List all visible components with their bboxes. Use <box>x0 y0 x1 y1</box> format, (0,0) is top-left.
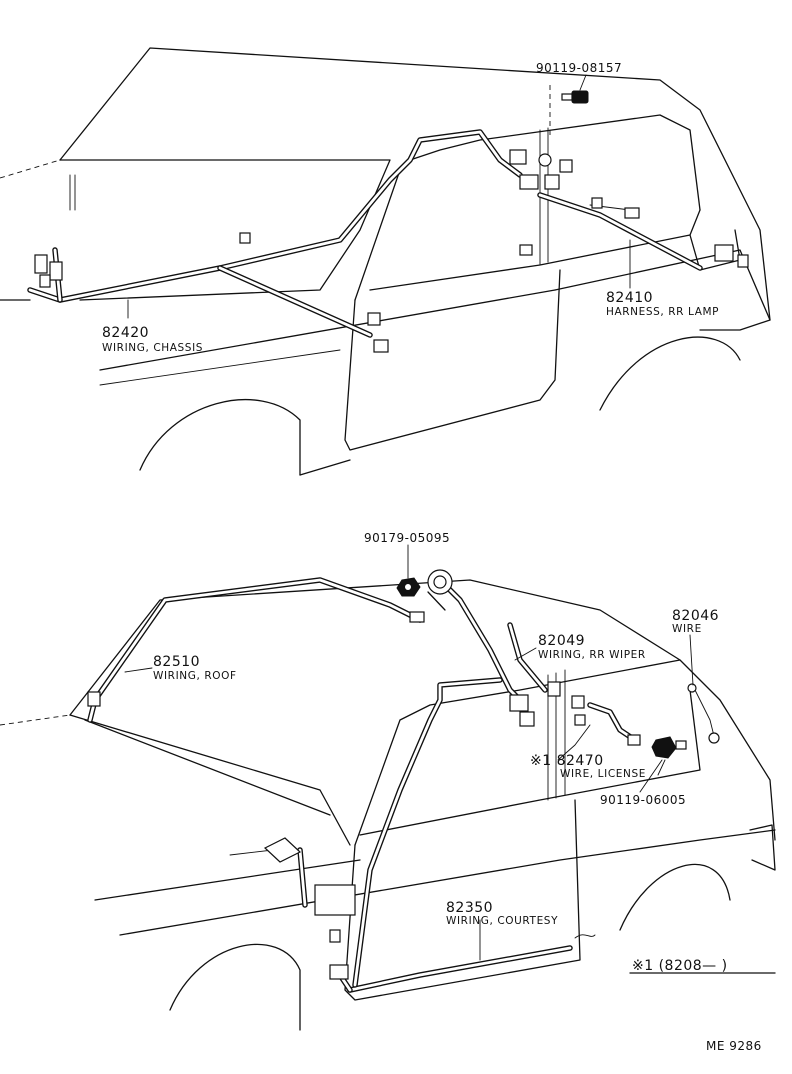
top-wiring-harness <box>27 129 703 338</box>
callout-90179-05095: 90179-05095 <box>364 531 450 545</box>
part-number: 90119-08157 <box>536 61 622 75</box>
top-leader-lines <box>127 74 631 319</box>
part-number: 82350 <box>446 900 493 916</box>
drawing-code: ME 9286 <box>706 1039 762 1053</box>
bottom-leader-lines <box>124 544 694 961</box>
part-number: ※1 82470 <box>530 753 604 769</box>
bolt-90119-06005 <box>651 736 687 759</box>
part-description: WIRE <box>672 623 702 635</box>
bottom-connectors <box>87 569 720 980</box>
part-description: WIRING, COURTESY <box>446 915 558 927</box>
top-car-body <box>0 47 771 476</box>
callout-82410: 82410 HARNESS, RR LAMP <box>606 290 719 318</box>
callout-82420: 82420 WIRING, CHASSIS <box>102 325 203 354</box>
nut-90179-05095 <box>396 577 421 597</box>
footnote: ※1 (8208— ) <box>629 958 776 974</box>
part-number: 82410 <box>606 290 653 306</box>
footnote-text: ※1 (8208— ) <box>632 958 728 974</box>
part-number: 90179-05095 <box>364 531 450 545</box>
part-number: 82420 <box>102 325 149 341</box>
part-description: WIRE, LICENSE <box>560 768 646 780</box>
callout-82510: 82510 WIRING, ROOF <box>153 654 237 682</box>
part-description: WIRING, ROOF <box>153 670 237 682</box>
callout-82046: 82046 WIRE <box>672 608 719 635</box>
callout-82350: 82350 WIRING, COURTESY <box>446 900 558 927</box>
part-number: 90119-06005 <box>600 793 686 807</box>
callout-82049: 82049 WIRING, RR WIPER <box>538 633 646 661</box>
wiper-motor <box>427 569 453 611</box>
part-description: WIRING, CHASSIS <box>102 342 203 354</box>
top-connectors <box>34 85 749 353</box>
callout-90119-08157: 90119-08157 <box>536 61 622 75</box>
part-description: HARNESS, RR LAMP <box>606 306 719 318</box>
callout-82470: ※1 82470 WIRE, LICENSE <box>530 753 646 780</box>
callout-90119-06005: 90119-06005 <box>600 793 686 807</box>
bolt-90119-08157 <box>561 90 589 104</box>
part-number: 82510 <box>153 654 200 670</box>
part-number: 82046 <box>672 608 719 624</box>
part-description: WIRING, RR WIPER <box>538 649 646 661</box>
part-number: 82049 <box>538 633 585 649</box>
